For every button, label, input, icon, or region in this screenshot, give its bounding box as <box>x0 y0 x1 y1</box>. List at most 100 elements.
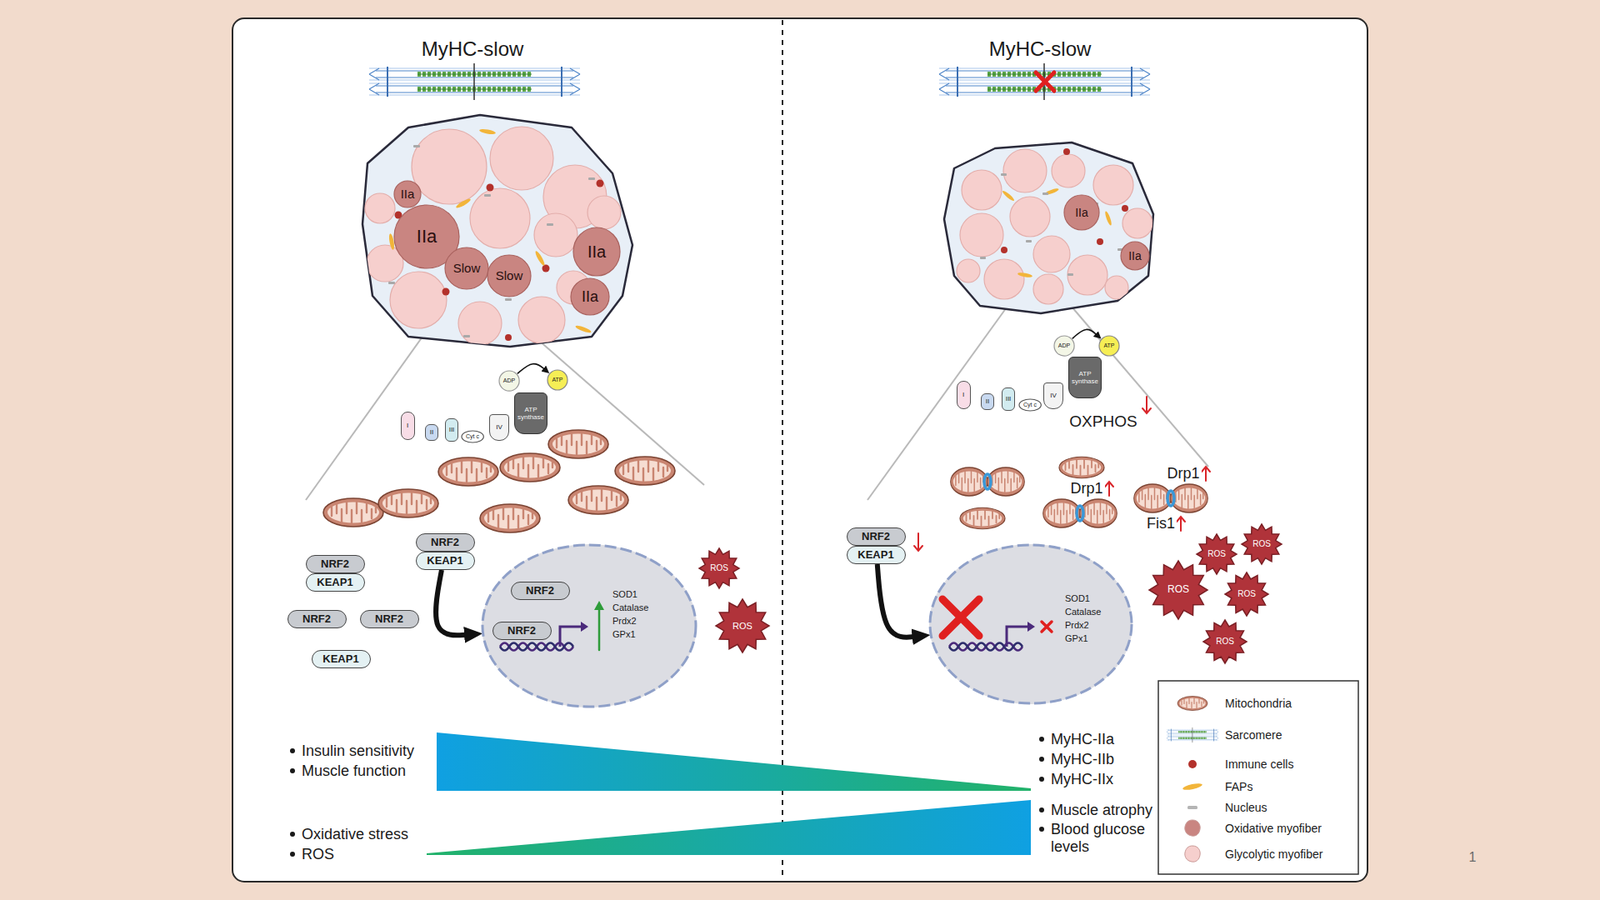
mitochondrion-icon <box>568 485 629 515</box>
muscle-section <box>388 281 395 285</box>
gene-list: SOD1 Catalase Prdx2 GPx1 <box>612 587 649 641</box>
legend-sample <box>1166 797 1219 818</box>
bullet-text: MyHC-IIa <box>1050 730 1115 749</box>
node-text: NRF2 <box>302 613 331 626</box>
muscle-section <box>542 265 550 273</box>
status-arrow <box>1142 396 1151 414</box>
radical-star <box>1241 524 1282 565</box>
zoom-line <box>867 295 1015 500</box>
mitochondrion-icon <box>950 467 1025 496</box>
node-text: IIa <box>400 186 415 201</box>
mitochondrion-icon <box>480 504 540 533</box>
panel-divider <box>781 20 784 880</box>
muscle-section <box>1063 148 1070 155</box>
node-text: IIa <box>416 225 437 247</box>
radical-star <box>1225 572 1269 616</box>
muscle-section <box>411 129 487 205</box>
dna-helix <box>1006 626 1029 647</box>
figure-label: MyHC-slow <box>421 37 525 61</box>
legend-text: Nucleus <box>1225 800 1268 815</box>
node-text: NRF2 <box>375 613 404 626</box>
nuclear-envelope-fill <box>481 544 1133 708</box>
cytochrome-ellipse: Cyt c <box>460 430 485 444</box>
diphosphate-circle: ADP <box>498 370 520 392</box>
mitochondrion-icon <box>615 456 675 485</box>
node-text: ATP <box>551 376 563 384</box>
radical-star <box>715 599 770 653</box>
legend-sample <box>1166 776 1219 797</box>
status-arrow <box>1176 516 1185 531</box>
muscle-section <box>390 271 447 329</box>
muscle-section <box>534 213 578 257</box>
bullet-text: Blood glucose levels <box>1050 820 1160 855</box>
status-arrow <box>598 605 601 650</box>
muscle-section <box>505 298 512 301</box>
legend-row: Mitochondria <box>1166 693 1292 714</box>
sarcomere-symbol <box>369 63 580 100</box>
status-arrow <box>914 533 923 551</box>
zoom-line <box>1066 300 1209 467</box>
gene-list: SOD1 Catalase Prdx2 GPx1 <box>1065 591 1101 645</box>
muscle-section <box>956 259 980 283</box>
muscle-section <box>960 213 1004 257</box>
dna-helix <box>500 643 574 651</box>
muscle-section <box>388 128 1113 335</box>
radical-star: ROS <box>715 598 770 654</box>
myofiber-circle: IIa <box>1063 194 1100 231</box>
nuclear-envelope-outline <box>930 545 1132 704</box>
enzyme-cylinder: ATP synthase <box>1068 356 1102 399</box>
nuclear-envelope-outline <box>482 545 696 707</box>
factor-pill: NRF2 <box>492 621 552 640</box>
muscle-section <box>1033 274 1064 305</box>
node-text: IIa <box>587 242 606 262</box>
dna-helix <box>560 626 582 647</box>
mitochondrion-icon <box>378 489 439 518</box>
muscle-section <box>956 149 1153 305</box>
muscle-section <box>1122 208 1153 239</box>
muscle-section <box>984 259 1025 300</box>
bullet-text: Muscle function <box>301 762 406 780</box>
legend-text: FAPs <box>1225 780 1253 794</box>
node-text: IIa <box>581 288 599 306</box>
muscle-section <box>490 126 554 190</box>
legend-text: Sarcomere <box>1225 728 1282 742</box>
node-text: IV <box>1050 391 1057 400</box>
node-text: IIa <box>1128 249 1142 263</box>
myofiber-circle: IIa <box>572 226 621 277</box>
sarcomere-symbol <box>1035 72 1055 91</box>
protein-label: Fis1 <box>1145 515 1177 533</box>
myofiber-circle-outline <box>394 180 421 208</box>
muscle-section <box>1096 238 1104 245</box>
pathway-arrow <box>435 570 470 635</box>
muscle-section <box>413 145 420 148</box>
muscle-section <box>463 335 470 338</box>
muscle-section <box>1093 165 1134 205</box>
muscle-section <box>458 301 502 345</box>
muscle-section <box>1010 196 1050 237</box>
radical-star <box>1203 620 1247 664</box>
muscle-section <box>1025 240 1032 243</box>
node-text: ROS <box>710 563 729 574</box>
gradient-bar <box>436 732 1031 791</box>
legend-row: Sarcomere <box>1166 725 1282 745</box>
dna-helix <box>1027 621 1035 632</box>
muscle-section <box>362 115 633 347</box>
muscle-section <box>1000 246 1008 254</box>
pathway-arrow <box>517 364 545 375</box>
legend-text: Mitochondria <box>1225 696 1292 710</box>
radical-star <box>1196 534 1237 575</box>
node-text: IIa <box>1075 205 1089 220</box>
legend-row: Immune cells <box>1166 754 1294 775</box>
legend-sample <box>1166 844 1219 865</box>
protein-complex: NRF2KEAP1 <box>305 555 365 592</box>
node-text: NRF2 <box>305 555 365 574</box>
muscle-section <box>1051 154 1085 188</box>
pathway-arrow <box>1072 329 1098 339</box>
status-arrow <box>594 600 605 610</box>
myofiber-circle-outline <box>1120 241 1150 270</box>
status-arrow <box>1105 481 1114 496</box>
muscle-section <box>1033 235 1070 273</box>
muscle-section <box>546 223 554 226</box>
